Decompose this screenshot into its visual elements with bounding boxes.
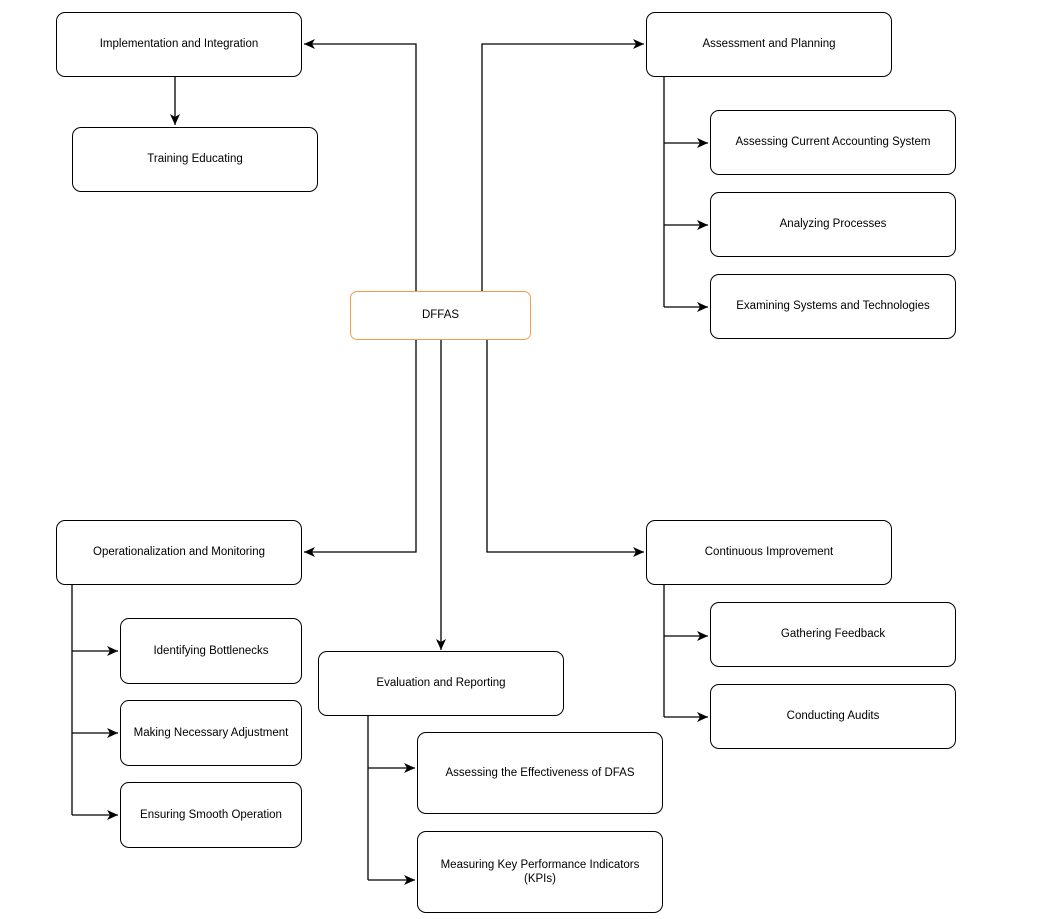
node-measuring-kpis[interactable]: Measuring Key Performance Indicators (KP… bbox=[417, 831, 663, 913]
node-conducting-audits[interactable]: Conducting Audits bbox=[710, 684, 956, 749]
node-ensuring-smooth-operation[interactable]: Ensuring Smooth Operation bbox=[120, 782, 302, 848]
edge-root-operationalization bbox=[304, 340, 417, 557]
node-assessing-effectiveness-of-dfas[interactable]: Assessing the Effectiveness of DFAS bbox=[417, 732, 663, 814]
node-assessing-current-accounting-system[interactable]: Assessing Current Accounting System bbox=[710, 110, 956, 175]
root-node-dffas[interactable]: DFFAS bbox=[350, 291, 531, 340]
node-implementation-and-integration[interactable]: Implementation and Integration bbox=[56, 12, 302, 77]
node-examining-systems-and-technologies[interactable]: Examining Systems and Technologies bbox=[710, 274, 956, 339]
node-assessment-and-planning[interactable]: Assessment and Planning bbox=[646, 12, 892, 77]
node-making-necessary-adjustment[interactable]: Making Necessary Adjustment bbox=[120, 700, 302, 766]
edge-root-assessment bbox=[481, 39, 644, 291]
node-identifying-bottlenecks[interactable]: Identifying Bottlenecks bbox=[120, 618, 302, 684]
edge-root-continuous bbox=[486, 340, 644, 557]
edge-root-implementation bbox=[304, 39, 417, 291]
node-gathering-feedback[interactable]: Gathering Feedback bbox=[710, 602, 956, 667]
node-continuous-improvement[interactable]: Continuous Improvement bbox=[646, 520, 892, 585]
node-training-educating[interactable]: Training Educating bbox=[72, 127, 318, 192]
node-analyzing-processes[interactable]: Analyzing Processes bbox=[710, 192, 956, 257]
node-operationalization-and-monitoring[interactable]: Operationalization and Monitoring bbox=[56, 520, 302, 585]
node-evaluation-and-reporting[interactable]: Evaluation and Reporting bbox=[318, 651, 564, 716]
